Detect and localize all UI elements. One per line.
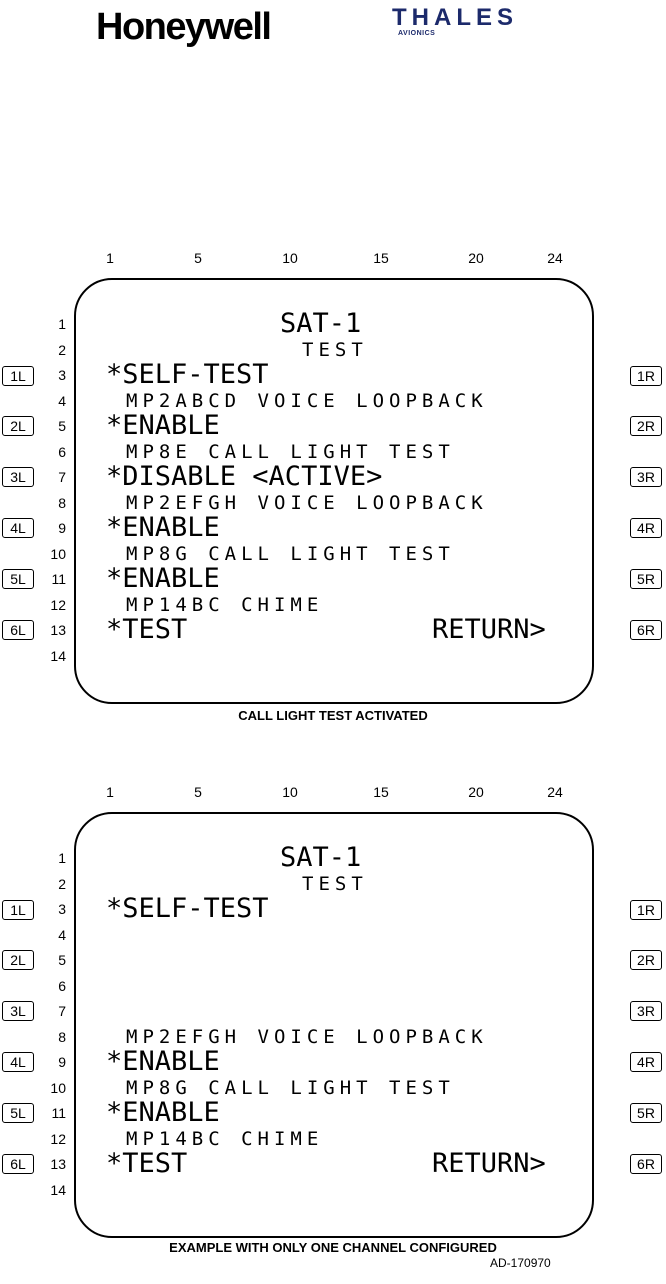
row-number: 3 [58, 901, 66, 917]
channel-label: MP8G CALL LIGHT TEST [126, 543, 455, 565]
row-number: 12 [50, 597, 66, 613]
line-select-key-6r[interactable]: 6R [630, 1154, 662, 1174]
row-number: 9 [58, 520, 66, 536]
column-number: 15 [373, 250, 389, 266]
row-number: 8 [58, 495, 66, 511]
panel-caption: EXAMPLE WITH ONLY ONE CHANNEL CONFIGURED [169, 1240, 497, 1255]
row-number: 2 [58, 342, 66, 358]
line-select-key-4r[interactable]: 4R [630, 1052, 662, 1072]
line-select-key-6l[interactable]: 6L [2, 620, 34, 640]
row-number: 1 [58, 850, 66, 866]
line-select-key-4r[interactable]: 4R [630, 518, 662, 538]
line-select-key-2r[interactable]: 2R [630, 416, 662, 436]
row-number: 12 [50, 1131, 66, 1147]
page-subtitle: TEST [302, 873, 368, 895]
test-option: *TEST [106, 1148, 188, 1179]
line-select-key-2l[interactable]: 2L [2, 950, 34, 970]
self-test-option: *SELF-TEST [106, 359, 269, 390]
column-number: 1 [106, 250, 114, 266]
row-number: 6 [58, 444, 66, 460]
cdu-panel-1: 1 5 10 15 20 24 1 2 3 4 5 6 7 8 9 10 11 … [0, 250, 666, 750]
thales-logo-text: THALES [392, 4, 518, 31]
line-select-key-5r[interactable]: 5R [630, 1103, 662, 1123]
thales-logo-subtext: AVIONICS [398, 30, 436, 37]
line-select-key-2r[interactable]: 2R [630, 950, 662, 970]
column-number: 15 [373, 784, 389, 800]
channel-label: MP8G CALL LIGHT TEST [126, 1077, 455, 1099]
line-select-key-4l[interactable]: 4L [2, 1052, 34, 1072]
column-number: 20 [468, 250, 484, 266]
line-select-key-6r[interactable]: 6R [630, 620, 662, 640]
row-number: 4 [58, 393, 66, 409]
self-test-option: *SELF-TEST [106, 893, 269, 924]
column-number: 10 [282, 250, 298, 266]
row-number: 10 [50, 546, 66, 562]
row-number: 4 [58, 927, 66, 943]
line-select-key-1l[interactable]: 1L [2, 366, 34, 386]
line-select-key-1r[interactable]: 1R [630, 900, 662, 920]
page-title: SAT-1 [280, 842, 362, 873]
channel-label: MP2ABCD VOICE LOOPBACK [126, 390, 488, 412]
line-select-key-4l[interactable]: 4L [2, 518, 34, 538]
column-number: 24 [547, 250, 563, 266]
cdu-panel-2: 1 5 10 15 20 24 1 2 3 4 5 6 7 8 9 10 11 … [0, 784, 666, 1284]
page-subtitle: TEST [302, 339, 368, 361]
column-number: 20 [468, 784, 484, 800]
channel-label: MP14BC CHIME [126, 594, 324, 616]
row-number: 7 [58, 1003, 66, 1019]
row-number: 7 [58, 469, 66, 485]
enable-option: *ENABLE [106, 563, 220, 594]
line-select-key-3l[interactable]: 3L [2, 467, 34, 487]
line-select-key-5r[interactable]: 5R [630, 569, 662, 589]
row-number: 8 [58, 1029, 66, 1045]
test-option: *TEST [106, 614, 188, 645]
line-select-key-3l[interactable]: 3L [2, 1001, 34, 1021]
row-number: 10 [50, 1080, 66, 1096]
row-number: 5 [58, 952, 66, 968]
channel-label: MP2EFGH VOICE LOOPBACK [126, 492, 488, 514]
line-select-key-5l[interactable]: 5L [2, 1103, 34, 1123]
row-number: 14 [50, 1182, 66, 1198]
line-select-key-1r[interactable]: 1R [630, 366, 662, 386]
row-number: 5 [58, 418, 66, 434]
line-select-key-1l[interactable]: 1L [2, 900, 34, 920]
return-option: RETURN> [432, 1148, 546, 1179]
honeywell-logo: Honeywell [96, 6, 272, 48]
document-id: AD-170970 [490, 1256, 551, 1270]
row-number: 3 [58, 367, 66, 383]
row-number: 6 [58, 978, 66, 994]
page-title: SAT-1 [280, 308, 362, 339]
line-select-key-3r[interactable]: 3R [630, 1001, 662, 1021]
cdu-screen [74, 812, 594, 1238]
enable-option: *ENABLE [106, 410, 220, 441]
line-select-key-5l[interactable]: 5L [2, 569, 34, 589]
enable-option: *ENABLE [106, 1046, 220, 1077]
row-number: 11 [51, 1105, 66, 1121]
row-number: 9 [58, 1054, 66, 1070]
line-select-key-6l[interactable]: 6L [2, 1154, 34, 1174]
panel-caption: CALL LIGHT TEST ACTIVATED [238, 708, 428, 723]
row-number: 13 [50, 1156, 66, 1172]
row-number: 13 [50, 622, 66, 638]
return-option: RETURN> [432, 614, 546, 645]
row-number: 11 [51, 571, 66, 587]
cdu-screen [74, 278, 594, 704]
line-select-key-2l[interactable]: 2L [2, 416, 34, 436]
column-number: 24 [547, 784, 563, 800]
enable-option: *ENABLE [106, 512, 220, 543]
channel-label: MP14BC CHIME [126, 1128, 324, 1150]
column-number: 5 [194, 250, 202, 266]
row-number: 1 [58, 316, 66, 332]
line-select-key-3r[interactable]: 3R [630, 467, 662, 487]
column-number: 10 [282, 784, 298, 800]
column-number: 1 [106, 784, 114, 800]
thales-logo: THALES AVIONICS [392, 4, 562, 44]
row-number: 14 [50, 648, 66, 664]
row-number: 2 [58, 876, 66, 892]
column-number: 5 [194, 784, 202, 800]
enable-option: *ENABLE [106, 1097, 220, 1128]
channel-label: MP2EFGH VOICE LOOPBACK [126, 1026, 488, 1048]
disable-active-option: *DISABLE <ACTIVE> [106, 461, 383, 492]
channel-label: MP8E CALL LIGHT TEST [126, 441, 455, 463]
